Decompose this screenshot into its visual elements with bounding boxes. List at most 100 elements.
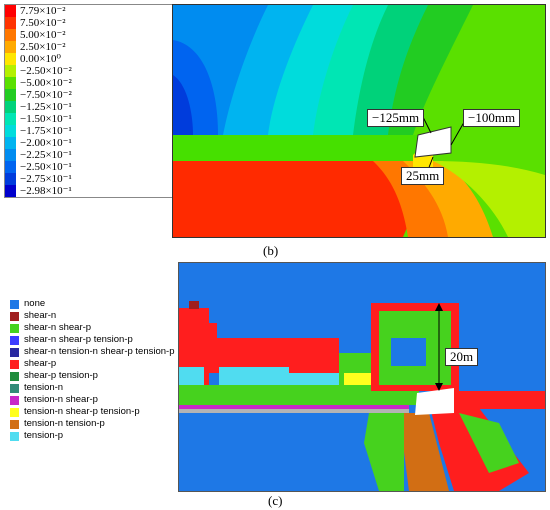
contour-legend-row: −2.98×10⁻¹ (5, 185, 173, 197)
state-legend-label: shear-n (24, 310, 57, 321)
contour-legend-row: 5.00×10⁻² (5, 29, 173, 41)
state-legend-row: shear-p tension-p (10, 370, 180, 382)
contour-legend-label: 7.79×10⁻² (20, 5, 66, 17)
contour-legend-label: −5.00×10⁻² (20, 77, 72, 89)
state-legend-label: shear-n shear-p (24, 322, 92, 333)
contour-band (173, 75, 193, 135)
contour-legend-label: −2.25×10⁻¹ (20, 149, 72, 161)
contour-legend-label: −1.50×10⁻¹ (20, 113, 72, 125)
state-legend-label: tension-n (24, 382, 64, 393)
color-swatch (5, 53, 16, 65)
state-legend-label: tension-p (24, 430, 64, 441)
zone-tension-p (289, 373, 339, 385)
state-legend-row: tension-n shear-p tension-p (10, 406, 180, 418)
color-swatch (5, 5, 16, 17)
contour-legend-row: −1.50×10⁻¹ (5, 113, 173, 125)
caption-c: (c) (268, 493, 283, 508)
excavation-opening (415, 388, 454, 415)
label-right-displacement: −100mm (463, 109, 521, 127)
contour-legend-label: 7.50×10⁻² (20, 17, 66, 29)
contour-legend-row: 7.79×10⁻² (5, 5, 173, 17)
state-legend-label: none (24, 298, 46, 309)
caption-b: (b) (263, 243, 279, 258)
contour-legend-label: 0.00×10⁰ (20, 53, 61, 65)
contour-legend-label: −1.25×10⁻¹ (20, 101, 72, 113)
state-swatch (10, 395, 19, 405)
contour-legend-row: −1.25×10⁻¹ (5, 101, 173, 113)
label-bottom-displacement: 25mm (401, 167, 445, 185)
contour-band (433, 161, 545, 237)
state-legend-label: shear-n tension-n shear-p tension-p (24, 346, 175, 357)
zone-shear-n-shear-p (459, 413, 519, 473)
state-swatch (10, 431, 19, 441)
excavation-opening (414, 126, 452, 158)
plastic-zone-svg (179, 263, 545, 491)
contour-band (173, 161, 423, 237)
state-legend-row: tension-p (10, 430, 180, 442)
color-swatch (5, 101, 16, 113)
zone-shear-n-shear-p (364, 413, 404, 491)
contour-legend-row: 2.50×10⁻² (5, 41, 173, 53)
state-swatch (10, 371, 19, 381)
zone-shear-n-shear-p (179, 385, 419, 405)
zone-tension-n-shear-p (179, 405, 409, 409)
color-swatch (5, 29, 16, 41)
state-legend-label: tension-n shear-p tension-p (24, 406, 140, 417)
contour-legend-row: −2.75×10⁻¹ (5, 173, 173, 185)
state-legend-label: tension-n shear-p (24, 394, 98, 405)
contour-legend-row: 0.00×10⁰ (5, 53, 173, 65)
state-legend-row: tension-n (10, 382, 180, 394)
state-legend-label: shear-p tension-p (24, 370, 98, 381)
color-swatch (5, 89, 16, 101)
state-swatch (10, 419, 19, 429)
contour-legend-row: −2.00×10⁻¹ (5, 137, 173, 149)
zone-shear-p (449, 391, 545, 409)
state-legend-row: tension-n tension-p (10, 418, 180, 430)
contour-legend-row: −2.25×10⁻¹ (5, 149, 173, 161)
zone-shear-p (209, 323, 217, 338)
state-legend-label: shear-n shear-p tension-p (24, 334, 133, 345)
state-swatch (10, 383, 19, 393)
label-left-displacement: −125mm (367, 109, 425, 127)
state-legend-label: shear-p (24, 358, 57, 369)
state-legend-row: shear-n shear-p tension-p (10, 334, 180, 346)
contour-legend-label: 5.00×10⁻² (20, 29, 66, 41)
contour-legend-label: −2.50×10⁻² (20, 65, 72, 77)
contour-legend-row: 7.50×10⁻² (5, 17, 173, 29)
contour-legend-label: 2.50×10⁻² (20, 41, 66, 53)
color-swatch (5, 149, 16, 161)
label-height: 20m (445, 348, 479, 366)
contour-legend-row: −2.50×10⁻² (5, 65, 173, 77)
state-swatch (10, 407, 19, 417)
contour-legend-row: −2.50×10⁻¹ (5, 161, 173, 173)
contour-legend-label: −2.00×10⁻¹ (20, 137, 72, 149)
green-layer (173, 135, 423, 161)
zone-tension-p (219, 367, 289, 385)
zone-none (399, 343, 419, 361)
zone-tension-p (179, 367, 204, 387)
contour-legend-row: −5.00×10⁻² (5, 77, 173, 89)
state-swatch (10, 299, 19, 309)
contour-legend-label: −1.75×10⁻¹ (20, 125, 72, 137)
contour-legend-row: −1.75×10⁻¹ (5, 125, 173, 137)
state-swatch (10, 323, 19, 333)
zone-tension-n-tension-p (399, 413, 449, 491)
color-swatch (5, 161, 16, 173)
contour-svg (173, 5, 545, 237)
zone-band (179, 409, 409, 413)
state-legend-row: shear-p (10, 358, 180, 370)
state-legend-row: shear-n (10, 310, 180, 322)
color-swatch (5, 65, 16, 77)
state-swatch (10, 347, 19, 357)
state-legend-row: shear-n shear-p (10, 322, 180, 334)
state-legend-row: tension-n shear-p (10, 394, 180, 406)
arrow-up-icon (435, 303, 443, 311)
contour-legend-label: −2.50×10⁻¹ (20, 161, 72, 173)
zone-tension-n-shear-p-tension-p (344, 373, 374, 385)
color-swatch (5, 17, 16, 29)
state-legend-row: none (10, 298, 180, 310)
contour-legend-label: −2.98×10⁻¹ (20, 185, 72, 197)
state-legend-label: tension-n tension-p (24, 418, 105, 429)
